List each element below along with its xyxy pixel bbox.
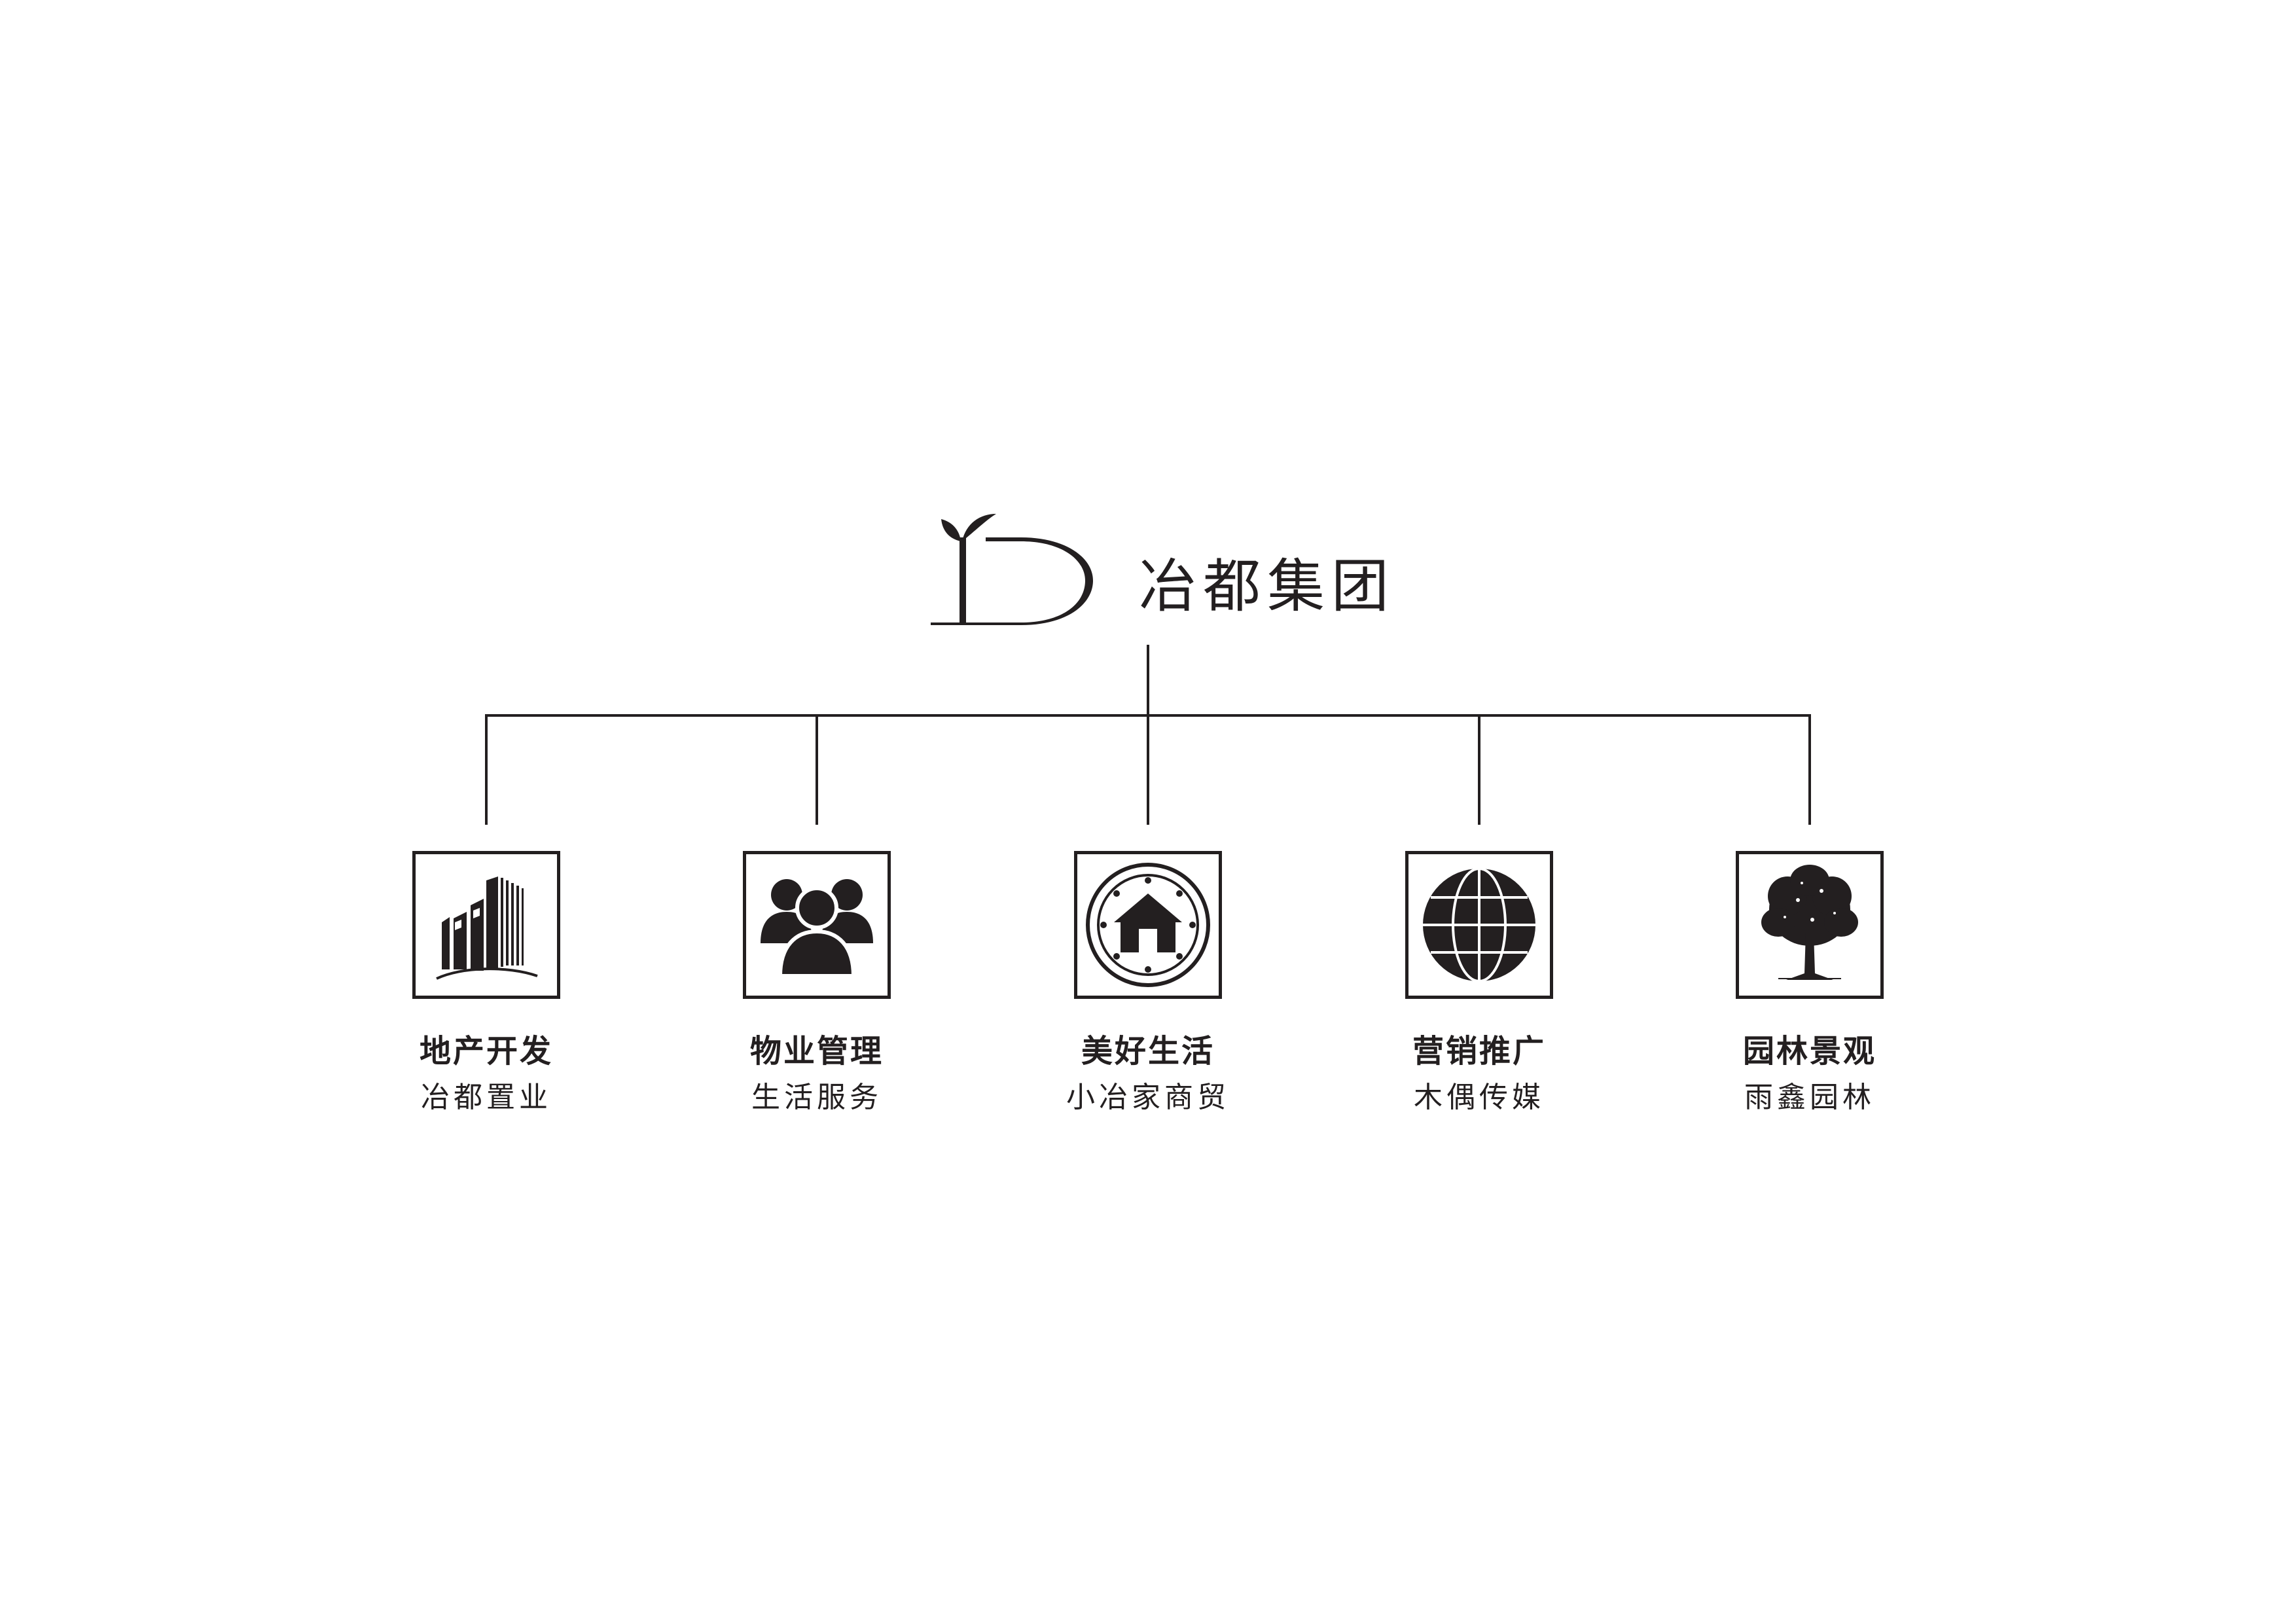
unit-company: 生活服务: [751, 1081, 882, 1114]
unit-category: 地产开发: [419, 1033, 553, 1070]
unit-category: 美好生活: [1081, 1033, 1215, 1070]
unit-icon-frame: [412, 851, 560, 999]
group-name: 冶都集团: [1139, 552, 1396, 620]
unit-company: 木偶传媒: [1414, 1081, 1545, 1114]
unit-category: 物业管理: [749, 1033, 884, 1070]
globe-icon: [1423, 867, 1535, 983]
group-logo: [923, 507, 1100, 634]
unit-category: 营销推广: [1412, 1033, 1546, 1070]
house-seal-icon: [1086, 863, 1210, 987]
people-group-icon: [761, 879, 873, 978]
unit-icon-frame: [1074, 851, 1222, 999]
yd-sprout-logo-icon: [931, 514, 1093, 625]
unit-icon-frame: [743, 851, 891, 999]
unit-company: 雨鑫园林: [1744, 1081, 1875, 1114]
buildings-icon: [436, 876, 538, 980]
tree-icon: [1761, 865, 1858, 980]
unit-company: 小冶家商贸: [1066, 1081, 1230, 1114]
unit-category: 园林景观: [1742, 1033, 1876, 1070]
unit-company: 冶都置业: [421, 1081, 552, 1114]
unit-icon-frame: [1405, 851, 1553, 999]
unit-icon-frame: [1736, 851, 1884, 999]
